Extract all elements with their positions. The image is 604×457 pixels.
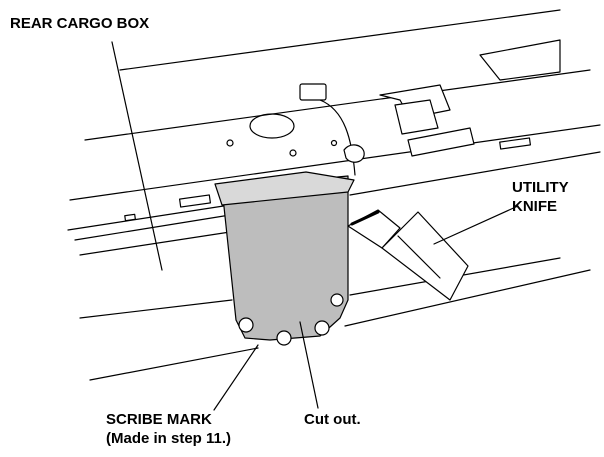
scribe-mark-label-line-2: (Made in step 11.) <box>106 430 232 447</box>
cargo-box-floor-line-right <box>344 269 591 327</box>
leader-rear-cargo-box <box>111 41 163 271</box>
cargo-box-rim-lower <box>69 124 601 201</box>
rail-slot-1 <box>178 194 212 208</box>
leader-scribe-mark <box>213 344 259 411</box>
utility-knife-label-line-1: UTILITY <box>512 179 569 196</box>
rail-slot-3 <box>124 213 136 222</box>
cargo-box-rim-upper <box>84 69 591 141</box>
cut-out-label: Cut out. <box>304 411 361 428</box>
connector <box>299 83 327 101</box>
knife-tip-stripe <box>350 210 380 226</box>
cargo-box-panel-edge-right <box>349 151 601 196</box>
utility-knife-label-line-2: KNIFE <box>512 198 557 215</box>
knife-handle-detail <box>397 235 441 279</box>
recess <box>479 39 561 81</box>
cargo-box-panel-edge <box>67 204 231 231</box>
cargo-box-top-edge <box>119 9 561 71</box>
plate-hole-2 <box>276 330 292 346</box>
latch-bar <box>407 127 475 157</box>
leader-cut-out <box>299 321 319 409</box>
round-hole <box>249 113 295 139</box>
knife-handle <box>381 211 469 301</box>
cargo-box-rail-lower <box>79 231 231 256</box>
small-hole-2 <box>289 149 297 157</box>
rail-slot-2 <box>499 137 532 150</box>
scribe-mark-label: SCRIBE MARK (Made in step 11.) <box>106 410 231 448</box>
latch-body <box>394 99 439 135</box>
cargo-box-floor-line <box>89 347 259 381</box>
rear-cargo-box-label: REAR CARGO BOX <box>10 15 150 32</box>
wire <box>319 99 356 176</box>
cargo-box-bottom-line <box>79 299 233 319</box>
scribe-mark-label-line-1: SCRIBE MARK <box>106 411 212 428</box>
small-hole-3 <box>330 139 338 147</box>
cutout-plate-top <box>214 171 355 206</box>
plate-hole-3 <box>314 320 330 336</box>
plate-hole-4 <box>330 293 344 307</box>
plate-hole-1 <box>238 317 254 333</box>
small-hole-1 <box>226 139 234 147</box>
leader-utility-knife <box>433 205 519 245</box>
utility-knife-label: UTILITY KNIFE <box>512 178 569 216</box>
wire-clip <box>343 144 365 163</box>
